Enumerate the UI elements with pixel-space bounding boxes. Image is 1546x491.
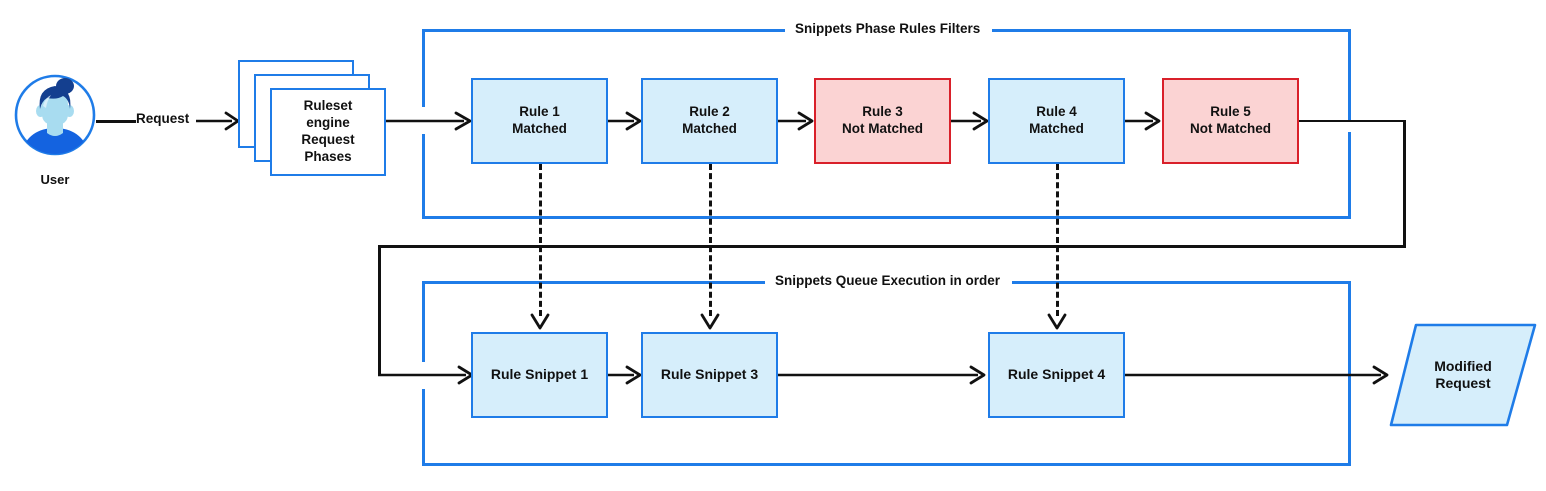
arrow-snippet-1-to-snippet-3 <box>608 365 642 385</box>
arrow-snippet-3-to-snippet-4 <box>778 365 986 385</box>
user-avatar-icon <box>14 74 96 156</box>
dashed-link-rule-4-to-snippet-4 <box>1056 164 1059 316</box>
rule-4-status: Matched <box>1029 121 1084 136</box>
top-bracket-label: Snippets Phase Rules Filters <box>795 21 981 36</box>
arrow-snippet-4-to-modified-request <box>1125 365 1389 385</box>
ruleset-line-3: Request <box>301 132 355 147</box>
route-line-horizontal-middle <box>378 245 1406 248</box>
rule-box-3[interactable]: Rule 3 Not Matched <box>814 78 951 164</box>
rule-3-name: Rule 3 <box>862 104 903 120</box>
request-edge-label: Request <box>136 111 190 126</box>
arrow-request-to-ruleset <box>196 111 240 131</box>
arrow-rule-2-to-rule-3 <box>778 111 814 131</box>
dashed-link-rule-2-to-snippet-3 <box>709 164 712 316</box>
snippet-box-3[interactable]: Rule Snippet 3 <box>641 332 778 418</box>
arrow-ruleset-to-rule-1 <box>386 111 472 131</box>
bottom-bracket-line-left <box>422 281 765 284</box>
rule-5-status: Not Matched <box>1190 121 1271 136</box>
top-bracket-right-edge-upper <box>1348 29 1351 120</box>
route-line-rule5-right <box>1299 119 1406 123</box>
rule-4-name: Rule 4 <box>1036 104 1077 120</box>
rule-2-status: Matched <box>682 121 737 136</box>
bottom-bracket-left-edge-upper <box>422 281 425 362</box>
rule-1-status: Matched <box>512 121 567 136</box>
snippet-box-1[interactable]: Rule Snippet 1 <box>471 332 608 418</box>
snippet-3-label: Rule Snippet 3 <box>660 366 759 383</box>
top-bracket-line-left <box>422 29 785 32</box>
dashed-arrowhead-snippet-3 <box>700 313 720 330</box>
rule-box-5[interactable]: Rule 5 Not Matched <box>1162 78 1299 164</box>
snippet-box-4[interactable]: Rule Snippet 4 <box>988 332 1125 418</box>
dashed-arrowhead-snippet-4 <box>1047 313 1067 330</box>
snippet-1-label: Rule Snippet 1 <box>490 366 589 383</box>
modified-request-label: Modified Request <box>1388 322 1538 428</box>
rule-box-1[interactable]: Rule 1 Matched <box>471 78 608 164</box>
rule-box-2[interactable]: Rule 2 Matched <box>641 78 778 164</box>
edge-user-to-request-label <box>96 120 136 123</box>
top-bracket-left-edge-lower <box>422 134 425 219</box>
rule-3-status: Not Matched <box>842 121 923 136</box>
ruleset-line-2: engine <box>306 115 350 131</box>
rule-box-4[interactable]: Rule 4 Matched <box>988 78 1125 164</box>
bottom-bracket-left-edge-lower <box>422 389 425 466</box>
ruleset-line-1: Ruleset <box>303 98 353 114</box>
top-bracket-right-edge-lower <box>1348 132 1351 219</box>
modified-request-line-1: Modified <box>1434 357 1492 374</box>
top-bracket-bottom-edge <box>422 216 1351 219</box>
route-line-right-vertical <box>1403 119 1406 248</box>
arrow-rule-1-to-rule-2 <box>608 111 642 131</box>
ruleset-engine-request-phases-box[interactable]: Ruleset engine Request Phases <box>270 88 386 176</box>
user-label: User <box>40 172 70 187</box>
snippet-4-label: Rule Snippet 4 <box>1007 366 1106 383</box>
ruleset-line-4: Phases <box>304 148 352 164</box>
modified-request-shape[interactable]: Modified Request <box>1388 322 1538 428</box>
bottom-bracket-right-edge <box>1348 281 1351 466</box>
rule-2-name: Rule 2 <box>689 104 730 120</box>
arrow-route-to-snippet-1 <box>378 365 474 385</box>
top-bracket-line-right <box>992 29 1351 32</box>
dashed-arrowhead-snippet-1 <box>530 313 550 330</box>
arrow-rule-3-to-rule-4 <box>951 111 989 131</box>
arrow-rule-4-to-rule-5 <box>1125 111 1161 131</box>
modified-request-line-2: Request <box>1435 375 1491 391</box>
top-bracket-left-edge-upper <box>422 29 425 107</box>
bottom-bracket-bottom-edge <box>422 463 1351 466</box>
bottom-bracket-label: Snippets Queue Execution in order <box>775 273 1001 288</box>
route-line-left-vertical <box>378 245 381 375</box>
dashed-link-rule-1-to-snippet-1 <box>539 164 542 316</box>
rule-5-name: Rule 5 <box>1210 104 1251 120</box>
rule-1-name: Rule 1 <box>519 104 560 120</box>
bottom-bracket-line-right <box>1012 281 1351 284</box>
